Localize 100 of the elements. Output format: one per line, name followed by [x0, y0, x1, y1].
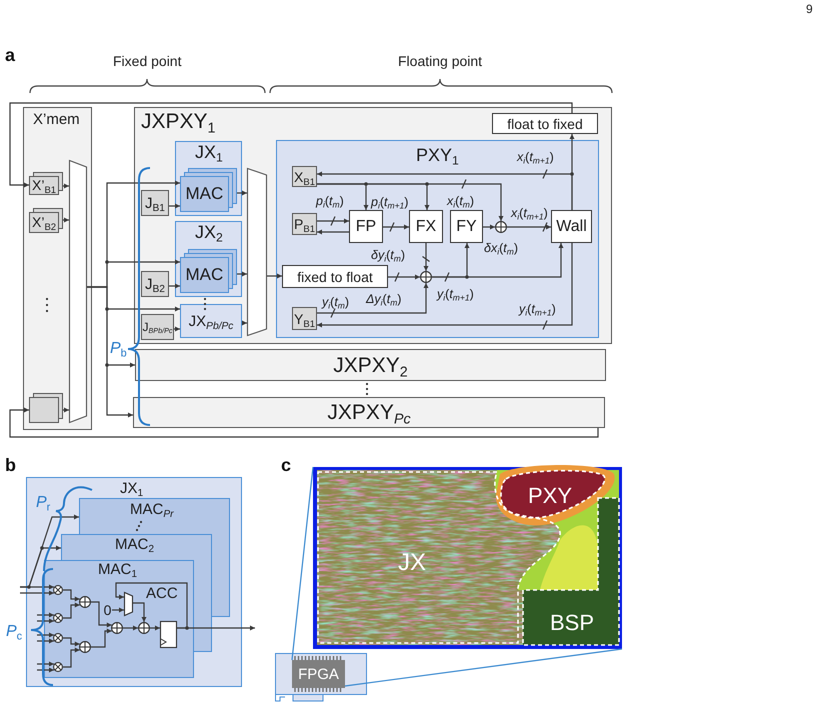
adder-symbol: [138, 622, 150, 634]
module-panel: [26, 477, 242, 687]
bracket-label: Fixed point: [113, 54, 182, 70]
mac-unit-card: [44, 560, 194, 678]
arrow: [316, 282, 428, 318]
arrow: [123, 626, 138, 630]
multiplier-symbol: [53, 585, 63, 595]
multiplier-symbol: [53, 662, 63, 672]
adder-symbol: [79, 641, 91, 653]
arrow: [37, 632, 54, 638]
module-panel: JXPXY$_{2}$: [135, 349, 606, 381]
arrow: [483, 224, 495, 230]
parameter-label: P$_{c}$: [6, 623, 22, 641]
arrow: [177, 626, 255, 630]
edge-label: y$_{i}$(t$_{m+1}$): [437, 288, 474, 302]
arrow: [37, 638, 54, 644]
submodule-title: PXY$_{1}$: [416, 146, 459, 166]
arrow: [115, 582, 189, 630]
arrow: [37, 618, 54, 624]
mac-unit-card: [79, 498, 230, 535]
memory-block-stack: [29, 172, 63, 195]
edge-label: x$_{i}$(t$_{m+1}$): [511, 207, 548, 221]
parameter-label: P$_{b}$: [110, 340, 127, 358]
buffer-block: Y$_{B1}$: [292, 307, 317, 330]
submodule-panel: [175, 141, 242, 216]
region-label: BSP: [550, 611, 594, 636]
module-panel: [134, 107, 612, 344]
parameter-label: P$_{r}$: [36, 494, 50, 512]
arrow: [91, 628, 112, 648]
arrow: [316, 178, 504, 222]
arrow: [37, 612, 54, 618]
arrow: [9, 408, 599, 438]
arrow: [316, 242, 573, 330]
unit-label: MAC: [186, 266, 224, 284]
function-block: FP: [349, 210, 383, 243]
multiplexer-shape: [247, 168, 267, 336]
function-block: FY: [450, 210, 483, 243]
arrow: [91, 601, 112, 628]
arrow: [431, 242, 564, 282]
arrow: [174, 326, 180, 332]
heatmap-picture: [313, 467, 622, 649]
bracket-label: Floating point: [398, 54, 482, 70]
arrow: [63, 184, 69, 188]
arrow: [150, 626, 160, 630]
edge-label: x$_{i}$(t$_{m+1}$): [517, 151, 554, 165]
arrow: [237, 190, 247, 196]
block-label: X’$_{B1}$: [32, 178, 56, 194]
edge-label: x$_{i}$(t$_{m}$): [447, 195, 474, 209]
edge-label: y$_{i}$(t$_{m}$): [322, 296, 350, 310]
mac-unit-stack: [180, 168, 237, 212]
arrow: [237, 272, 247, 276]
converter-block: fixed to float: [282, 265, 388, 288]
arrow: [87, 286, 133, 418]
arrow: [63, 602, 80, 619]
register-box: [160, 621, 177, 648]
region-label: PXY: [528, 484, 572, 508]
arrow: [19, 514, 80, 589]
arrow: [63, 589, 80, 602]
buffer-block: J$_{BPb/Pc}$: [141, 314, 174, 340]
adder-symbol: [79, 596, 91, 608]
buffer-block: P$_{B1}$: [292, 213, 317, 235]
arrow: [267, 274, 282, 278]
edge-label: Δy$_{i}$(t$_{m}$): [366, 293, 402, 307]
fpga-chip: FPGA: [292, 660, 345, 688]
arrow: [316, 216, 350, 226]
leader-line: [344, 648, 622, 687]
panel-letter: a: [5, 46, 16, 66]
panel-letter: c: [281, 456, 292, 476]
arrow: [382, 222, 410, 232]
module-title: JX$_{1}$: [120, 481, 144, 498]
input-value: 0: [103, 603, 112, 617]
arrow: [63, 637, 80, 646]
buffer-block: X$_{B1}$: [292, 166, 317, 187]
submodule-panel: JX$_{Pb/Pc}$: [180, 304, 242, 338]
edge-label: p$_{i}$(t$_{m}$): [316, 195, 344, 209]
arrow: [9, 102, 573, 188]
page-number: 9: [806, 3, 813, 16]
region-label: JX: [398, 550, 426, 576]
block-label: X’$_{B2}$: [32, 215, 56, 230]
edge-label: δx$_{i}$(t$_{m}$): [484, 242, 518, 256]
edge-label: y$_{i}$(t$_{m+1}$): [519, 303, 556, 317]
arrow: [133, 602, 146, 622]
unit-label: MAC: [186, 184, 224, 204]
submodule-panel: [175, 221, 242, 297]
unit-title: MAC$_{2}$: [115, 537, 154, 554]
arrow: [422, 242, 430, 272]
unit-title: MAC$_{1}$: [98, 562, 138, 578]
memory-block-stack: [29, 208, 63, 233]
arrow: [63, 218, 69, 222]
submodule-title: JX$_{2}$: [195, 223, 223, 243]
adder-symbol: [420, 271, 432, 283]
accumulator-label: ACC: [146, 586, 178, 602]
memory-block-stack: [29, 393, 63, 423]
arrow: [506, 222, 552, 232]
multiplexer-shape: [124, 592, 133, 616]
unit-title: MAC$_{Pr}$: [130, 502, 174, 518]
leader-line: [291, 466, 314, 660]
arrow: [112, 608, 124, 612]
arrow: [63, 648, 80, 668]
buffer-block: J$_{B1}$: [141, 190, 169, 216]
